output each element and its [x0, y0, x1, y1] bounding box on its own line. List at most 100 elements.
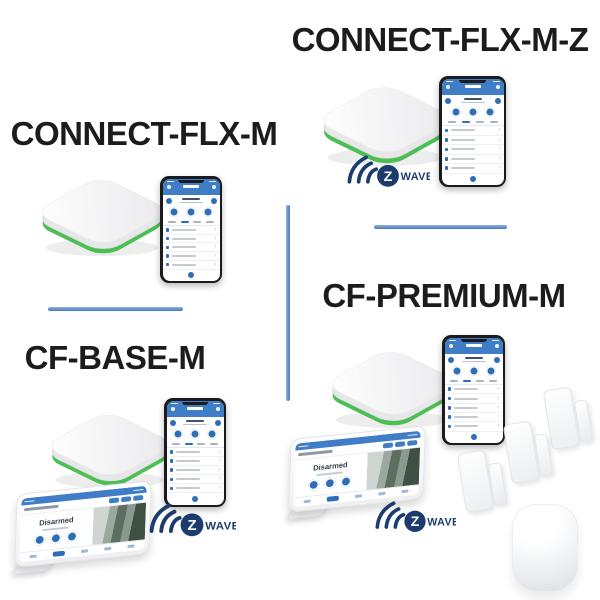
zwave-z-letter: Z — [384, 169, 393, 185]
app-title-placeholder — [187, 407, 203, 410]
zwave-wave-text: WAVE — [205, 520, 236, 532]
phone-footer-action — [442, 174, 504, 185]
status-text-placeholder — [183, 419, 207, 426]
zwave-logo: Z WAVE — [347, 155, 430, 187]
settings-icon — [215, 406, 220, 411]
product-title: CONNECT-FLX-M — [10, 115, 278, 152]
panic-icon — [470, 434, 477, 440]
panel-arm-mode-buttons — [307, 475, 352, 491]
panic-icon — [188, 272, 194, 278]
hub-illustration — [332, 352, 452, 429]
smartphone-device: › › › › › — [164, 398, 226, 507]
camera-feed-thumbnail — [365, 447, 421, 490]
panel-arm-mode-buttons — [33, 530, 78, 546]
panic-icon — [469, 176, 476, 182]
refresh-icon — [210, 197, 217, 204]
menu-icon — [445, 84, 450, 89]
list-item: › — [441, 164, 504, 174]
zwave-logo: Z WAVE — [149, 503, 236, 537]
chime-mode-icon — [186, 206, 196, 217]
phone-screen: › › › › › — [166, 400, 224, 505]
hub-illustration — [51, 414, 168, 489]
chime-mode-icon — [50, 532, 62, 545]
phone-app-tabs — [166, 442, 224, 449]
phone-app-tabs — [441, 120, 504, 127]
zwave-logo: Z WAVE — [375, 501, 456, 532]
chime-mode-icon — [190, 428, 200, 439]
settings-icon — [494, 343, 499, 348]
chime-mode-icon — [468, 365, 479, 376]
status-text-placeholder — [179, 197, 203, 204]
product-title: CONNECT-FLX-M-Z — [291, 21, 589, 58]
stay-mode-icon — [173, 428, 183, 439]
phone-app-header — [166, 400, 224, 417]
product-title: CF-BASE-M — [24, 339, 206, 376]
phone-arm-mode-buttons — [445, 364, 503, 379]
phone-app-title-bar — [442, 82, 504, 89]
smartphone-device: › › › › › — [160, 176, 222, 283]
panel-screen: Disarmed — [293, 430, 421, 508]
panel-screen: Disarmed — [19, 485, 147, 563]
settings-icon — [211, 184, 216, 189]
shield-icon — [447, 356, 454, 363]
divider-vertical — [286, 205, 290, 401]
panic-icon — [192, 496, 198, 502]
stay-mode-icon — [307, 478, 320, 491]
camera-feed-thumbnail — [91, 502, 147, 545]
phone-footer-action — [163, 270, 220, 281]
smartphone-device: › › › › › — [439, 76, 506, 187]
menu-icon — [170, 406, 175, 411]
list-item: › — [166, 484, 224, 494]
stay-mode-icon — [169, 206, 179, 217]
zwave-z-letter: Z — [411, 513, 420, 529]
list-item: › — [441, 155, 504, 165]
hub-device — [322, 345, 462, 434]
away-mode-icon — [207, 428, 217, 439]
panel-quick-buttons — [382, 440, 418, 449]
zwave-logo-slot: Z WAVE — [374, 500, 456, 533]
stay-mode-icon — [451, 365, 462, 376]
chime-mode-icon — [467, 106, 478, 117]
phone-screen: › › › › › — [444, 337, 503, 443]
settings-icon — [495, 84, 500, 89]
refresh-icon — [214, 419, 221, 426]
refresh-icon — [494, 97, 501, 104]
phone-app-title-bar — [163, 182, 220, 189]
phone-device-list: › › › › › — [162, 226, 220, 270]
phone-app-title-bar — [167, 404, 224, 411]
phone-notch-icon — [178, 179, 204, 183]
away-mode-icon — [485, 365, 496, 376]
divider-horizontal-right — [374, 225, 507, 229]
phone-app-status-row — [442, 95, 504, 105]
phone-app-tabs — [444, 379, 503, 386]
zwave-logo-slot: Z WAVE — [148, 502, 236, 537]
shield-icon — [169, 419, 176, 426]
stay-mode-icon — [33, 533, 46, 546]
menu-icon — [448, 343, 453, 348]
motion-sensor — [512, 504, 578, 592]
smartphone-device: › › › › › — [442, 335, 505, 445]
app-title-placeholder — [464, 85, 481, 88]
phone-device-list: › › › › › — [441, 126, 504, 174]
status-text-placeholder — [461, 356, 486, 363]
zwave-wave-text: WAVE — [401, 171, 430, 183]
divider-horizontal-left — [48, 307, 183, 311]
away-mode-icon — [484, 106, 495, 117]
stay-mode-icon — [450, 106, 461, 117]
phone-app-status-row — [167, 417, 224, 427]
phone-notch-icon — [458, 79, 487, 83]
phone-app-status-row — [445, 354, 503, 364]
list-item: › — [444, 394, 503, 404]
phone-device-list: › › › › › — [166, 448, 224, 494]
door-window-sensor-body — [456, 449, 494, 514]
product-title: CF-PREMIUM-M — [322, 277, 566, 314]
list-item: › — [444, 385, 503, 395]
phone-status-bar — [445, 338, 503, 342]
list-item: › — [441, 136, 504, 146]
list-item: › — [441, 126, 504, 136]
hub-illustration — [42, 180, 162, 257]
hub-illustration — [323, 87, 448, 167]
phone-app-header — [444, 337, 503, 354]
phone-app-header — [441, 78, 504, 95]
